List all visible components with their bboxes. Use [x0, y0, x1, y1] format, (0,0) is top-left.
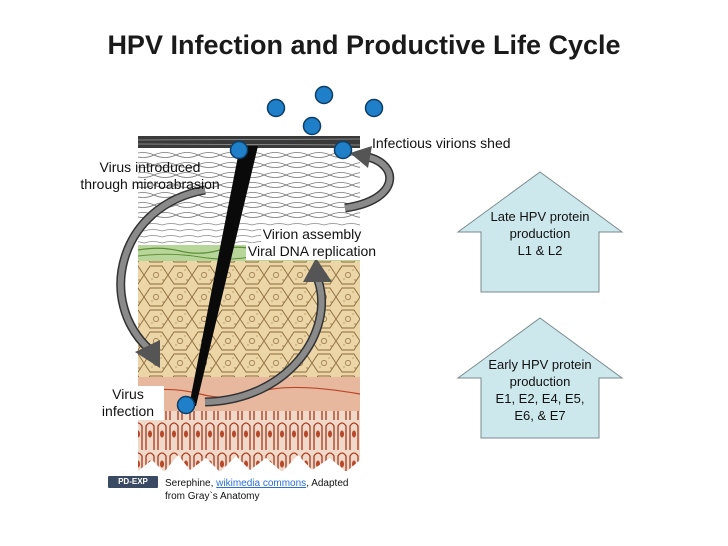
virion: [364, 98, 384, 118]
credit-suffix: , Adapted: [306, 478, 349, 489]
virion: [314, 85, 334, 105]
label-line: Virion assembly: [260, 226, 364, 243]
microabrasion-wedge: [189, 146, 258, 406]
virion: [302, 116, 322, 136]
virions: [176, 85, 384, 415]
early-protein-text: Early HPV protein production E1, E2, E4,…: [480, 356, 600, 424]
stratum-corneum: [137, 136, 361, 148]
early-line: Early HPV protein: [488, 357, 592, 372]
credit-link[interactable]: wikimedia commons: [216, 478, 307, 489]
virion: [229, 140, 249, 160]
label-line: Viral DNA replication: [245, 243, 379, 260]
label-virions-shed: Infectious virions shed: [372, 135, 511, 151]
late-line: L1 & L2: [517, 243, 563, 258]
image-credit: Serephine, wikimedia commons, Adapted fr…: [165, 477, 348, 503]
label-line: Virus introduced: [99, 159, 201, 175]
early-line: E6, & E7: [514, 408, 566, 423]
label-line: infection: [101, 403, 155, 419]
late-protein-arrow: [456, 171, 624, 293]
early-protein-arrow: [456, 317, 624, 439]
late-line: Late HPV protein: [490, 209, 590, 224]
virion: [176, 395, 196, 415]
basal-layer: [138, 411, 360, 472]
label-virus-introduced: Virus introduced through microabrasion: [60, 159, 240, 193]
label-assembly-replication: Virion assembly Viral DNA replication: [232, 226, 392, 260]
early-line: E1, E2, E4, E5,: [495, 391, 585, 406]
label-line: Virus: [112, 386, 144, 402]
virion: [266, 98, 286, 118]
arrow-introduced: [116, 185, 206, 368]
credit-author: Serephine,: [165, 478, 217, 489]
license-badge: PD-EXP: [108, 476, 158, 488]
early-line: production: [509, 374, 571, 389]
late-protein-text: Late HPV protein production L1 & L2: [480, 208, 600, 259]
late-line: production: [509, 226, 571, 241]
label-virus-infection: Virus infection: [92, 386, 164, 420]
arrow-shedding: [344, 146, 395, 213]
virion: [333, 140, 353, 160]
arrow-replication: [204, 258, 332, 407]
credit-source: from Gray`s Anatomy: [165, 491, 260, 502]
diagram-title: HPV Infection and Productive Life Cycle: [107, 30, 621, 60]
label-line: through microabrasion: [80, 176, 220, 192]
